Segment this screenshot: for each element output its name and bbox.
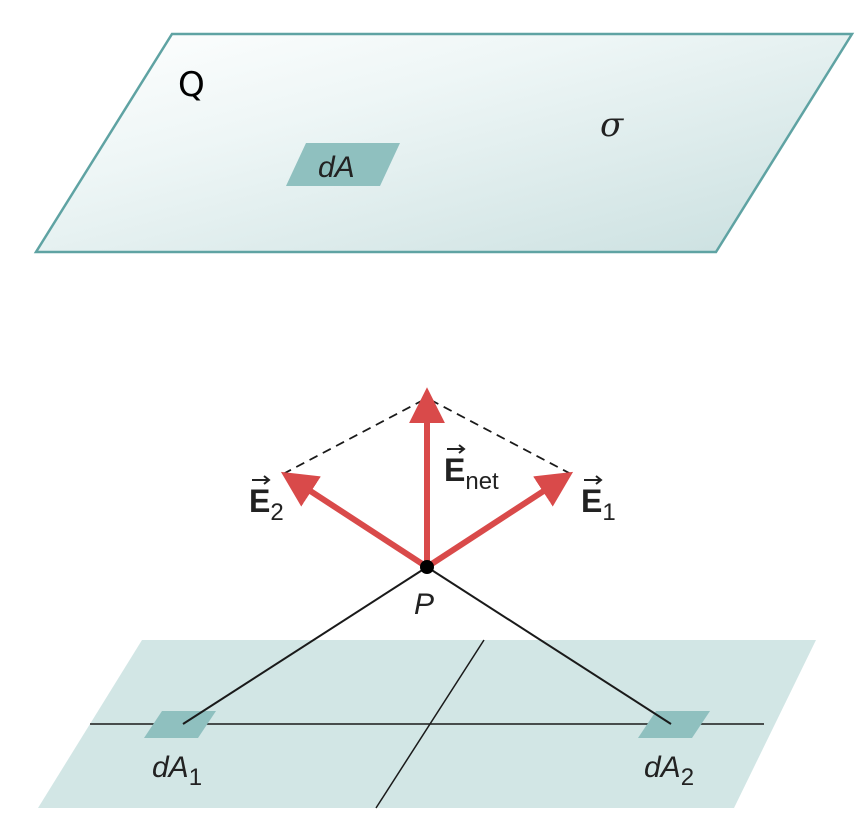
sigma-label: σ xyxy=(600,105,624,145)
dashed-line-right xyxy=(426,397,572,475)
svg-text:Enet: Enet xyxy=(444,452,499,495)
point-p-label: P xyxy=(414,588,434,621)
line-dA2-to-P xyxy=(426,566,672,725)
point-p-dot xyxy=(420,560,434,574)
area-element-2 xyxy=(638,711,710,738)
vector-enet-overarrow-icon xyxy=(447,444,466,454)
area-element-label: dA xyxy=(318,151,355,184)
vector-e1-arrow xyxy=(425,471,574,570)
field-vectors xyxy=(280,387,574,570)
area-element-1 xyxy=(144,711,216,738)
top-area-element xyxy=(286,143,400,186)
top-plane: Q σ dA xyxy=(33,32,855,254)
bottom-diagonal-line xyxy=(375,639,485,809)
svg-text:E2: E2 xyxy=(249,483,284,526)
vector-e2-overarrow-icon xyxy=(252,475,271,485)
top-plane-surface xyxy=(33,32,855,254)
line-dA1-to-P xyxy=(182,566,428,725)
vector-e1-label: E1 xyxy=(581,475,616,526)
area-element-2-label: dA2 xyxy=(644,751,694,791)
vector-e1-overarrow-icon xyxy=(584,475,603,485)
vector-enet-label: Enet xyxy=(444,444,499,495)
charge-label: Q xyxy=(178,65,205,105)
vector-e2-arrow xyxy=(280,471,429,570)
vector-sum-construction xyxy=(282,397,572,475)
area-element-1-label: dA1 xyxy=(152,751,202,791)
svg-text:E1: E1 xyxy=(581,483,616,526)
vector-e2-label: E2 xyxy=(249,475,284,526)
dashed-line-left xyxy=(282,397,428,475)
bottom-plane: dA1 dA2 xyxy=(38,639,816,809)
